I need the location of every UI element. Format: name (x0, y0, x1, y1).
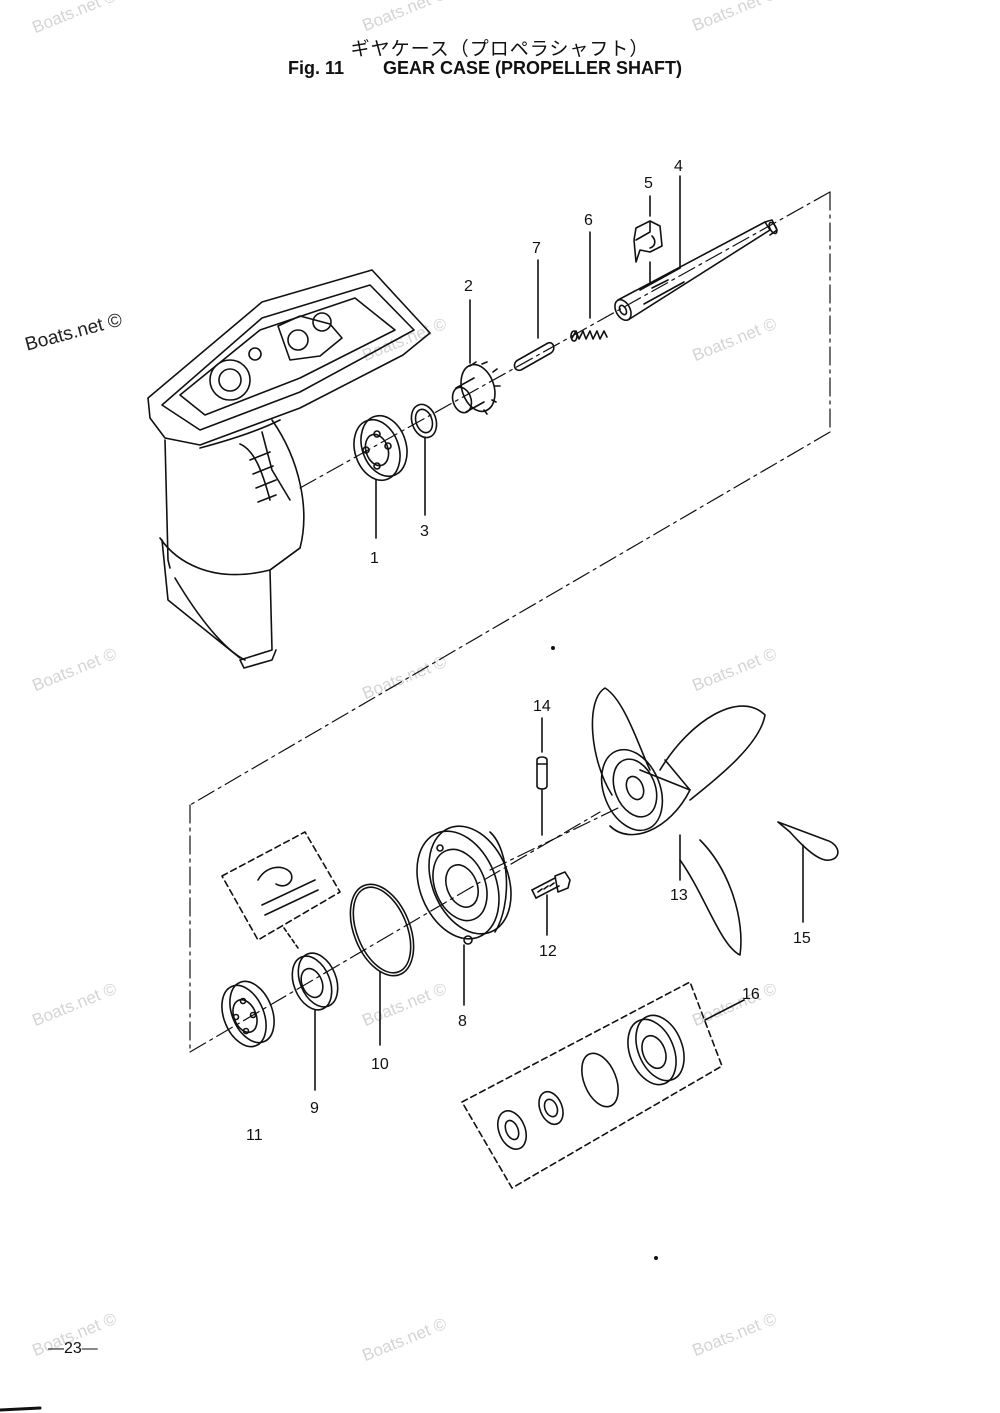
part-label-11: 11 (246, 1127, 263, 1144)
part-label-15: 15 (793, 930, 811, 947)
part-7-pin (513, 341, 555, 372)
part-3-shim (410, 403, 438, 439)
part-10-oring (349, 883, 415, 977)
part-16-kit (461, 981, 723, 1189)
part-13-propeller (591, 687, 766, 956)
part-label-8: 8 (458, 1013, 467, 1030)
figure-number: Fig. 11 (288, 58, 345, 78)
part-label-5: 5 (644, 175, 653, 192)
part-label-6: 6 (584, 212, 593, 229)
leader-16 (704, 999, 745, 1021)
guide-lines (189, 191, 831, 1053)
scan-edge-mark (0, 1406, 42, 1412)
part-9-seal (291, 952, 339, 1011)
part-14-pin (536, 756, 548, 790)
part-label-14: 14 (533, 698, 551, 715)
gear-case-housing (147, 269, 431, 669)
part-8-housing (416, 825, 512, 945)
part-15-cotter (777, 821, 839, 861)
page-number: —23— (48, 1340, 98, 1357)
part-2-gear (451, 361, 501, 415)
part-6-spring (570, 330, 608, 342)
part-11-bearing (221, 980, 275, 1048)
part-label-1: 1 (370, 550, 379, 567)
part-label-16: 16 (742, 986, 760, 1003)
leader-kit (283, 927, 299, 949)
clutch-kit-box (221, 831, 341, 941)
part-label-3: 3 (420, 523, 429, 540)
part-label-2: 2 (464, 278, 473, 295)
part-label-13: 13 (670, 887, 688, 904)
part-5-clutch (633, 220, 663, 263)
part-label-10: 10 (371, 1056, 389, 1073)
part-4-shaft (614, 219, 778, 322)
part-label-4: 4 (674, 158, 683, 175)
part-1-bearing (353, 414, 408, 482)
title-japanese: ギヤケース（プロペラシャフト） (350, 38, 650, 60)
figure-title: GEAR CASE (PROPELLER SHAFT) (383, 58, 683, 78)
part-label-9: 9 (310, 1100, 319, 1117)
part-label-7: 7 (532, 240, 541, 257)
part-label-12: 12 (539, 943, 557, 960)
part-12-bolt (531, 871, 571, 899)
